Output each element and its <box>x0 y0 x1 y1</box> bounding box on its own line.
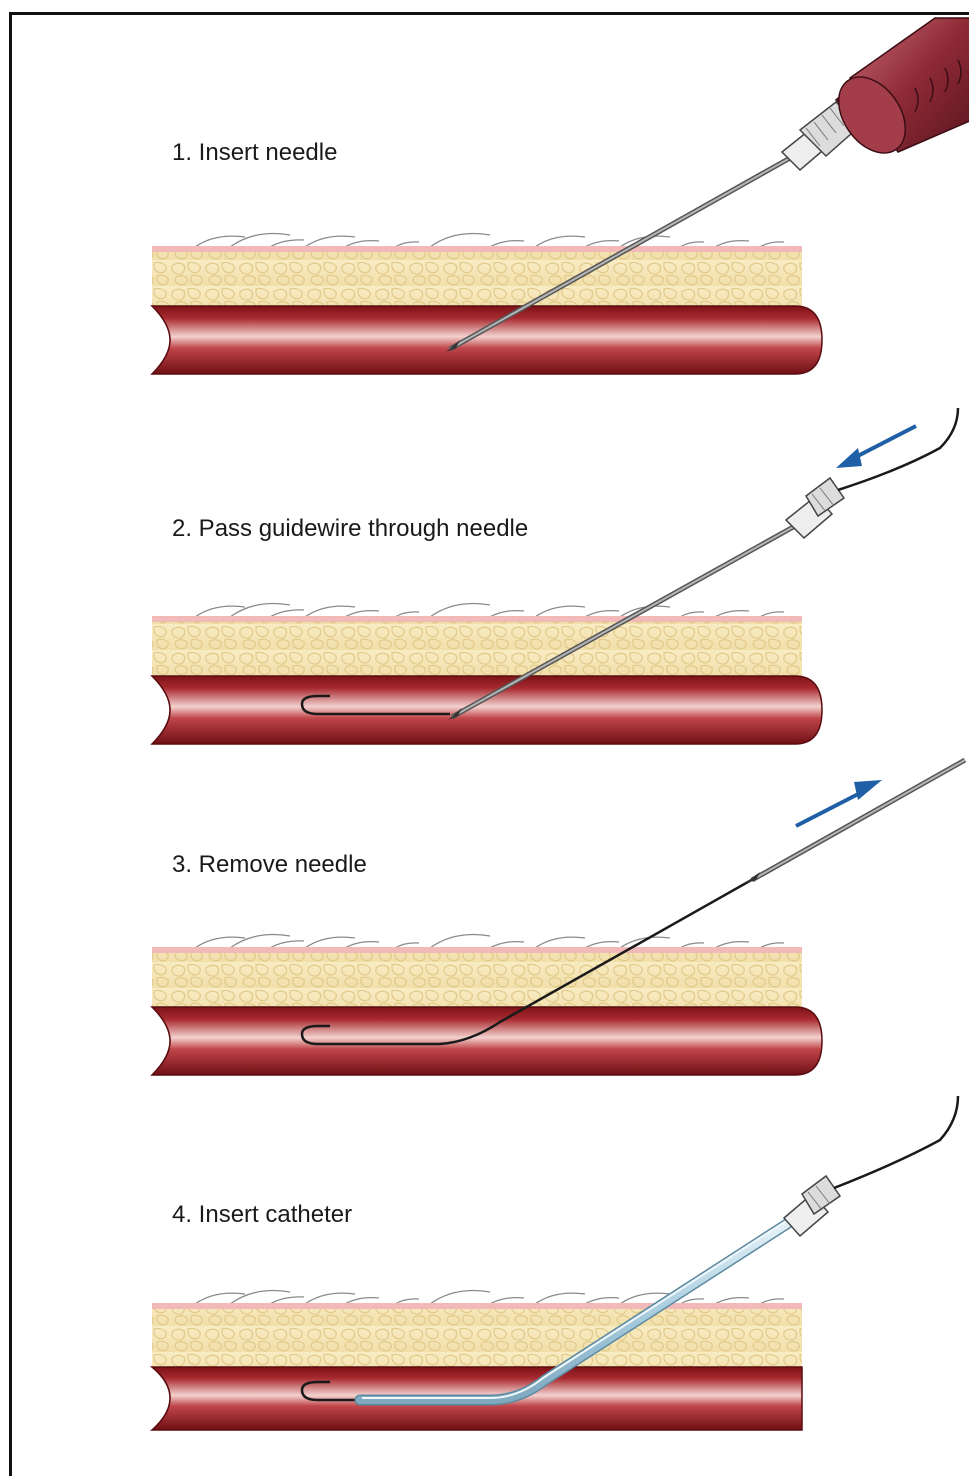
step-2-panel: 2. Pass guidewire through needle <box>152 408 958 744</box>
step-3-needle <box>744 760 965 884</box>
step-4-label: 4. Insert catheter <box>172 1201 352 1228</box>
step-2-skin <box>152 616 802 622</box>
step-2-arrow <box>836 426 916 468</box>
step-1-syringe <box>782 18 969 170</box>
step-1-hair <box>195 234 784 248</box>
step-1-skin <box>152 246 802 252</box>
step-3-panel: 3. Remove needle <box>152 760 965 1075</box>
step-3-arrow <box>796 780 882 826</box>
step-2-label: 2. Pass guidewire through needle <box>172 515 528 542</box>
step-4-panel: 4. Insert catheter <box>152 1096 958 1430</box>
step-2-hair <box>195 604 784 618</box>
step-2-fat <box>152 622 802 676</box>
step-4-fat <box>152 1309 802 1367</box>
step-3-skin <box>152 947 802 953</box>
step-4-catheter-hub <box>784 1176 840 1236</box>
step-1-vessel <box>152 306 822 374</box>
step-3-label: 3. Remove needle <box>172 851 367 878</box>
step-4-guidewire <box>834 1096 958 1188</box>
step-2-needle-hub <box>786 478 844 538</box>
step-4-skin <box>152 1303 802 1309</box>
step-4-hair <box>195 1291 784 1305</box>
step-3-hair <box>195 935 784 949</box>
step-2-vessel <box>152 676 822 744</box>
step-3-fat <box>152 953 802 1007</box>
step-1-label: 1. Insert needle <box>172 139 337 166</box>
step-1-panel: 1. Insert needle <box>152 18 969 374</box>
step-3-vessel <box>152 1007 822 1075</box>
